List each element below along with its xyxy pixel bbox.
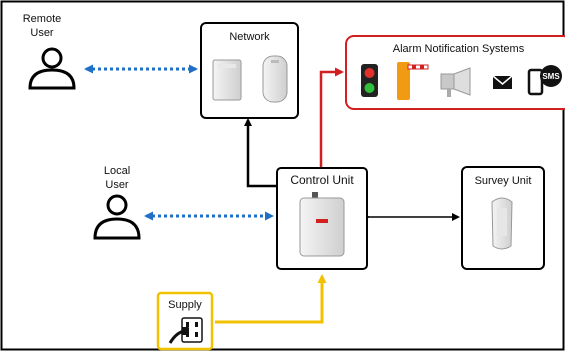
remote-user-icon [28,47,76,90]
supply-link [215,274,327,324]
local-user-label-line2: User [105,179,129,191]
network-title: Network [229,31,270,43]
survey-unit-title: Survey Unit [474,175,532,187]
alarm-link [319,67,344,168]
sms-phone-icon: SMS [527,65,562,96]
remote-user-label-line1: Remote [22,13,62,25]
remote-user-label: Remote User [18,12,66,40]
traffic-light-icon [361,64,378,97]
supply-title: Supply [168,299,202,311]
local-user-icon [93,194,141,240]
control-box-icon [299,192,345,257]
power-plug-icon [168,317,203,344]
email-icon [492,75,513,89]
local-user-label-line1: Local [103,165,131,177]
local-user-label: Local User [93,164,141,192]
network-link [244,118,277,188]
wireless-antenna-icon [212,55,288,103]
siren-icon [440,67,471,97]
remote-user-label-line2: User [30,27,54,39]
sms-text: SMS [542,72,560,81]
barrier-gate-icon [397,62,429,100]
alarm-title: Alarm Notification Systems [392,43,525,55]
control-unit-title: Control Unit [290,173,354,187]
survey-device-icon [491,197,513,250]
